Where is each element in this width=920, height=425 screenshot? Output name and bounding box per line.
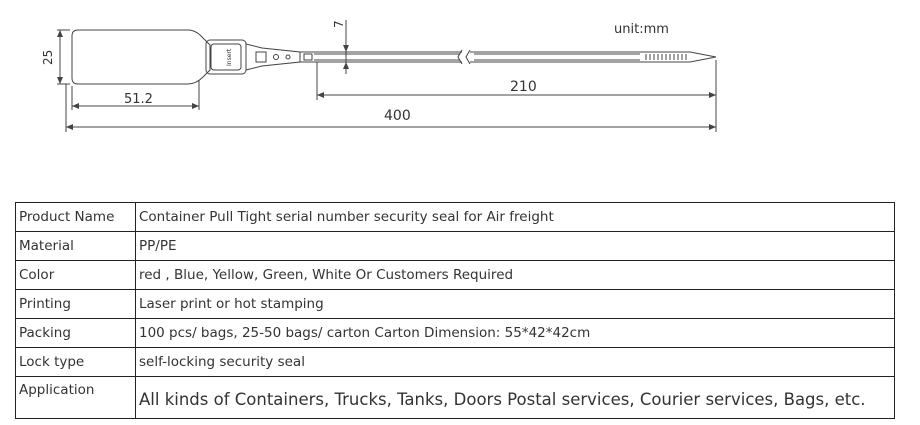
table-row: Product Name Container Pull Tight serial…	[15, 202, 895, 232]
lock-insert-text: Insert	[226, 48, 233, 66]
dim-head-length-label: 51.2	[124, 92, 153, 107]
row-value: Laser print or hot stamping	[135, 289, 895, 319]
dim-thickness-label: 7	[332, 20, 346, 28]
table-row: Lock type self-locking security seal	[15, 347, 895, 377]
row-label: Material	[15, 231, 136, 261]
spec-table: Product Name Container Pull Tight serial…	[15, 202, 895, 419]
unit-label: unit:mm	[614, 22, 669, 37]
serration-marks	[645, 54, 687, 60]
table-row: Material PP/PE	[15, 231, 895, 261]
strap-tip	[689, 51, 717, 63]
row-value: Container Pull Tight serial number secur…	[135, 202, 895, 232]
row-label: Color	[15, 260, 136, 290]
row-value: self-locking security seal	[135, 347, 895, 377]
row-value: red , Blue, Yellow, Green, White Or Cust…	[135, 260, 895, 290]
row-label: Product Name	[15, 202, 136, 232]
table-row: Application All kinds of Containers, Tru…	[15, 376, 895, 419]
row-label: Printing	[15, 289, 136, 319]
dim-height-label: 25	[41, 50, 55, 65]
row-value: All kinds of Containers, Trucks, Tanks, …	[135, 376, 895, 419]
dim-tail-length-label: 210	[510, 79, 537, 95]
row-label: Application	[15, 376, 136, 419]
dim-total-length-label: 400	[384, 108, 411, 124]
table-row: Color red , Blue, Yellow, Green, White O…	[15, 260, 895, 290]
table-row: Packing 100 pcs/ bags, 25-50 bags/ carto…	[15, 318, 895, 348]
row-value: PP/PE	[135, 231, 895, 261]
row-label: Packing	[15, 318, 136, 348]
lock-block	[205, 39, 247, 75]
seal-technical-drawing: unit:mm 25 7 51.2 210 400 Insert	[41, 20, 717, 132]
seal-head-outline	[71, 29, 211, 85]
row-label: Lock type	[15, 347, 136, 377]
row-value: 100 pcs/ bags, 25-50 bags/ carton Carton…	[135, 318, 895, 348]
table-row: Printing Laser print or hot stamping	[15, 289, 895, 319]
